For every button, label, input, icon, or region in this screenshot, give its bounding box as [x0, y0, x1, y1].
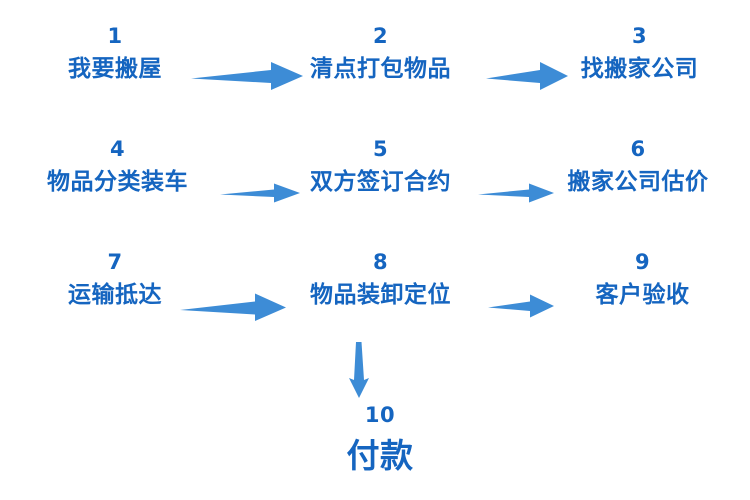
arrow-7-to-8-icon: [180, 292, 286, 322]
flow-node-6-label: 搬家公司估价: [567, 169, 709, 195]
flow-node-2-label: 清点打包物品: [310, 56, 451, 82]
flow-node-5-label: 双方签订合约: [310, 169, 451, 195]
arrow-4-to-5-icon: [220, 182, 300, 204]
flow-node-9[interactable]: 9 客户验收: [560, 252, 725, 307]
flow-node-1-label: 我要搬屋: [68, 56, 162, 82]
flow-node-10-label: 付款: [346, 436, 414, 475]
arrow-2-to-3-icon: [486, 61, 568, 91]
flow-node-2-number: 2: [372, 24, 389, 48]
flow-node-4-number: 4: [109, 137, 126, 161]
flow-node-7-label: 运输抵达: [68, 282, 162, 308]
flow-node-6-number: 6: [630, 137, 646, 161]
flow-node-8-label: 物品装卸定位: [310, 282, 451, 308]
flow-node-6[interactable]: 6 搬家公司估价: [548, 139, 728, 194]
flow-node-2[interactable]: 2 清点打包物品: [293, 26, 468, 81]
flow-node-8-number: 8: [372, 250, 389, 274]
flow-node-9-label: 客户验收: [595, 282, 690, 308]
flow-node-7-number: 7: [107, 250, 123, 274]
flow-node-1[interactable]: 1 我要搬屋: [30, 26, 200, 81]
arrow-8-to-9-icon: [488, 293, 554, 319]
arrow-5-to-6-icon: [478, 182, 554, 204]
arrow-1-to-2-icon: [191, 61, 303, 91]
flow-node-10-number: 10: [364, 403, 396, 427]
flow-node-4[interactable]: 4 物品分类装车: [30, 139, 205, 194]
arrow-8-to-10-icon: [345, 342, 373, 398]
flow-node-4-label: 物品分类装车: [47, 169, 188, 195]
flow-node-3[interactable]: 3 找搬家公司: [557, 26, 722, 81]
flow-node-8[interactable]: 8 物品装卸定位: [293, 252, 468, 307]
flow-node-10[interactable]: 10 付款: [290, 403, 470, 475]
flow-node-1-number: 1: [107, 24, 123, 48]
flow-node-9-number: 9: [634, 250, 651, 274]
flow-node-3-number: 3: [631, 24, 648, 48]
flow-node-3-label: 找搬家公司: [580, 56, 699, 82]
flow-node-5[interactable]: 5 双方签订合约: [293, 139, 468, 194]
flow-node-7[interactable]: 7 运输抵达: [30, 252, 200, 307]
flow-node-5-number: 5: [372, 137, 389, 161]
